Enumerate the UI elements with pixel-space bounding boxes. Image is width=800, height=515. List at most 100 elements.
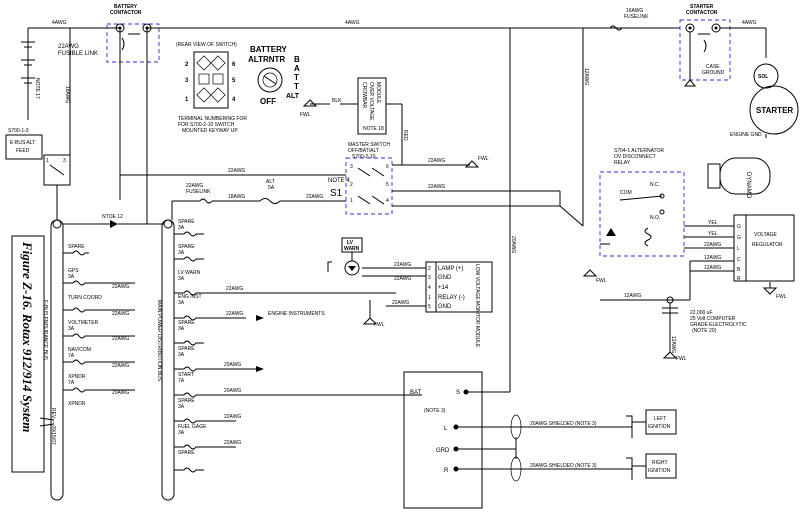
svg-text:6: 6	[386, 164, 389, 170]
pin-2: 2	[185, 62, 189, 68]
svg-text:RELAY (-): RELAY (-)	[438, 295, 465, 301]
svg-text:FWL: FWL	[676, 356, 687, 362]
svg-text:22AWG: 22AWG	[112, 336, 129, 342]
svg-text:22AWG: 22AWG	[224, 440, 241, 446]
svg-text:22AWG: 22AWG	[112, 284, 129, 290]
svg-text:COM: COM	[620, 190, 632, 196]
svg-text:12AWG: 12AWG	[704, 255, 721, 261]
figure-caption: Figure Z-16. Rotax 912/914 System	[20, 241, 35, 432]
svg-text:12AWG: 12AWG	[670, 336, 676, 353]
svg-text:GND: GND	[438, 304, 452, 310]
fwl-switch: FWL	[300, 112, 311, 118]
svg-text:4: 4	[386, 198, 389, 204]
svg-text:18AWG: 18AWG	[228, 194, 245, 200]
svg-text:20AWG: 20AWG	[224, 388, 241, 394]
svg-text:FWL: FWL	[776, 294, 787, 300]
svg-text:N.C.: N.C.	[650, 182, 660, 188]
svg-text:22AWG: 22AWG	[112, 311, 129, 317]
note17-label: NOTE 17	[34, 78, 40, 99]
solenoid-icon	[753, 63, 779, 89]
ground-fwl-icon	[302, 99, 318, 107]
note4-label: NOTE 4	[328, 178, 350, 184]
mainbus-breakers	[174, 231, 422, 473]
battery-knob-label: BATTERY	[250, 45, 288, 54]
off-label: OFF	[260, 97, 276, 106]
note12-label: NTOE 12	[102, 214, 123, 220]
starter-motor-icon	[749, 85, 799, 135]
svg-text:1: 1	[350, 198, 353, 204]
svg-text:22AWG: 22AWG	[224, 414, 241, 420]
svg-text:20AWG: 20AWG	[224, 362, 241, 368]
svg-text:TURN COORD: TURN COORD	[68, 295, 102, 301]
svg-text:G: G	[737, 224, 741, 230]
svg-text:5: 5	[386, 182, 389, 188]
svg-text:(NOTE 3): (NOTE 3)	[424, 408, 446, 414]
svg-text:GRD: GRD	[436, 448, 450, 454]
svg-text:22AWG: 22AWG	[394, 262, 411, 268]
svg-text:N.O.: N.O.	[650, 215, 660, 221]
right-ignition-box	[645, 453, 677, 479]
svg-text:XPNDR: XPNDR	[68, 401, 86, 407]
overvoltage-module: CROWBAR OVER VOLTAGE MODULE NOTE 18 BLK …	[300, 77, 408, 150]
svg-text:ENGINE GND: ENGINE GND	[730, 132, 762, 138]
svg-text:12AWG: 12AWG	[624, 293, 641, 299]
svg-text:5: 5	[428, 304, 431, 310]
svg-text:20AWG SHIELDED (NOTE 3): 20AWG SHIELDED (NOTE 3)	[530, 421, 597, 427]
mainbus-bar: MAIN POWER DISTRIBUTION BUS	[156, 219, 175, 501]
alt-label: ALT	[286, 93, 300, 100]
pin-1: 1	[185, 97, 189, 103]
svg-text:22AWG: 22AWG	[428, 158, 445, 164]
svg-text:G: G	[737, 235, 741, 241]
ebus-breakers	[63, 250, 135, 393]
svg-text:22AWG: 22AWG	[226, 286, 243, 292]
pin-3: 3	[185, 78, 189, 84]
svg-text:2: 2	[350, 182, 353, 188]
pin-6: 6	[232, 62, 236, 68]
svg-text:22AWG: 22AWG	[228, 168, 245, 174]
red-label: RED	[402, 130, 408, 141]
svg-text:YEL: YEL	[708, 231, 718, 237]
voltage-regulator	[745, 214, 795, 282]
ebus-label: E-BUS ENDURANCE BUS	[42, 300, 48, 361]
switch-rear-view: (REAR VIEW OF SWITCH) 2 3 5 6 1 4 TERMIN…	[176, 42, 300, 134]
svg-text:OVER VOLTAGE: OVER VOLTAGE	[368, 82, 374, 121]
diode-icon	[110, 220, 118, 228]
dynamo-icon	[719, 157, 771, 195]
mainbus-label: MAIN POWER DISTRIBUTION BUS	[156, 300, 162, 382]
altrntr-label: ALTRNTR	[248, 55, 285, 64]
svg-text:STARTER: STARTER	[756, 106, 793, 115]
svg-text:22AWG: 22AWG	[394, 276, 411, 282]
revision-label: REV. -- 09/15/07	[50, 408, 56, 445]
pin-5: 5	[232, 78, 236, 84]
battery-symbol	[21, 41, 35, 84]
svg-text:1: 1	[428, 295, 431, 301]
svg-text:L: L	[737, 246, 740, 252]
svg-text:4AWG: 4AWG	[742, 20, 757, 26]
svg-text:2: 2	[428, 266, 431, 272]
